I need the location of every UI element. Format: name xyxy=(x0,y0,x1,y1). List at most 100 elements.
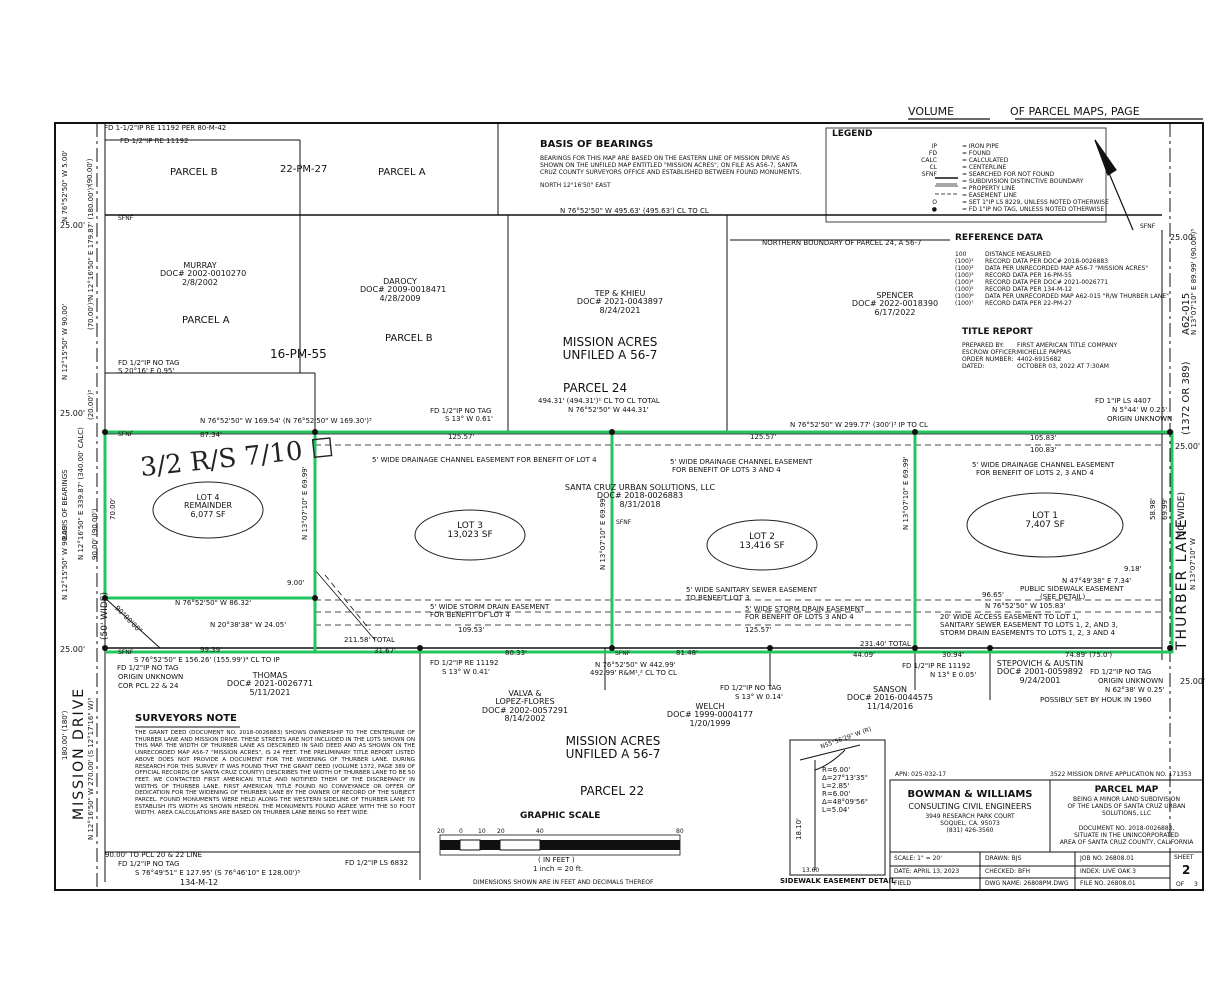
drawn-field: DRAWN: BJS xyxy=(985,855,1022,862)
sidewalk-bearing: N 47°49'38" E 7.34' xyxy=(1062,577,1132,585)
left-top-bearing: N 76°52'50" W 5.00' xyxy=(61,150,69,222)
scale-ratio: 1 inch = 20 ft. xyxy=(533,865,584,873)
storm-ease-1b: FOR BENEFIT OF LOT 4 xyxy=(430,611,510,619)
title-report-row: ESCROW OFFICER:MICHELLE PAPPAS xyxy=(962,349,1071,356)
legend-item: = PROPERTY LINE xyxy=(962,185,1016,192)
parcel-b-darocy: PARCEL B xyxy=(385,333,433,344)
dim-25-e: 25.00' xyxy=(1175,442,1201,451)
dim-25-se: 25.00' xyxy=(1180,677,1206,686)
graphic-scale-title: GRAPHIC SCALE xyxy=(520,811,601,821)
application-label: 3522 MISSION DRIVE APPLICATION NO. 17135… xyxy=(1050,771,1192,778)
dim-74: 74.89' (75.0') xyxy=(1065,651,1113,659)
legend-list: IP= IRON PIPE FD= FOUND CALC= CALCULATED… xyxy=(920,143,1109,214)
fd-re-2b: N 13° E 0.05' xyxy=(930,671,977,679)
dim-125-c: 125.57' xyxy=(745,626,772,634)
firm-name: BOWMAN & WILLIAMS xyxy=(907,789,1033,800)
sfnf-lot2: SFNF xyxy=(616,519,632,526)
sheet-of-label: OF xyxy=(1176,881,1185,888)
drainage-ease-1: 5' WIDE DRAINAGE CHANNEL EASEMENT FOR BE… xyxy=(372,456,597,464)
left-bottom-bearing-2: 180.00' (180') xyxy=(61,710,69,760)
surveyors-note-body: THE GRANT DEED (DOCUMENT NO. 2018-002688… xyxy=(135,730,415,817)
storm-ease-1a: 5' WIDE STORM DRAIN EASEMENT xyxy=(430,603,550,611)
sidewalk-detail-sketch xyxy=(789,739,886,876)
dim-44: 44.09' xyxy=(853,651,875,659)
dim-109: 109.53' xyxy=(458,626,485,634)
dim-105: 105.83' xyxy=(1030,434,1057,442)
sidewalk-curve-data: R=6.00'Δ=27°13'35"L=2.85'R=6.00'Δ=48°09'… xyxy=(822,766,869,814)
parcel-a-north: PARCEL A xyxy=(378,167,426,178)
fd-notag-left-2: S 20°16' E 0.95' xyxy=(118,367,175,375)
dim-231-total: 231.40' TOTAL xyxy=(860,640,911,648)
apn-label: APN: 025-032-17 xyxy=(895,771,947,778)
scale-unit: ( IN FEET ) xyxy=(538,856,575,864)
left-bearing-c: N 12°15'50" W 90.00' xyxy=(61,303,69,380)
lot-boundaries xyxy=(103,430,1174,654)
north-line-seg1: N 76°52'50" W 169.54' (N 76°52'50" W 169… xyxy=(200,417,372,425)
parcel-22-label: PARCEL 22 xyxy=(580,784,645,798)
dim-125-b: 125.57' xyxy=(750,433,777,441)
file-field: FILE NO. 26808.01 xyxy=(1080,880,1136,887)
basis-vertical-3: 90.00' (90.00') xyxy=(91,508,99,560)
thurber-lane-width: (50' WIDE) xyxy=(1177,492,1187,540)
scale-tick: 20 xyxy=(497,828,505,835)
drainage-ease-2a: 5' WIDE DRAINAGE CHANNEL EASEMENT xyxy=(670,458,813,466)
basis-line-3: CRUZ COUNTY SURVEYORS OFFICE AND ESTABLI… xyxy=(540,169,802,176)
scale-tick: 10 xyxy=(478,828,486,835)
title-report-row: ORDER NUMBER:4402-6915682 xyxy=(962,356,1062,363)
sheet-border xyxy=(54,122,1204,891)
north-line-seg2: N 76°52'50" W 299.77' (300')³ IP TO CL xyxy=(790,421,928,429)
lot-1-west-bearing: N 13°07'10" E 69.99' xyxy=(902,456,910,530)
dim-96-65: 96.65' xyxy=(982,591,1004,599)
dim-69: 69.99' xyxy=(1161,498,1169,520)
dim-87: 87.34' xyxy=(200,431,222,439)
dim-25-ne: 25.00' xyxy=(1170,233,1196,242)
date-field: DATE: APRIL 13, 2023 xyxy=(894,868,960,875)
dim-100: 100.83' xyxy=(1030,446,1057,454)
dim-211-total: 211.58' TOTAL xyxy=(344,636,395,644)
dim-80: 80.33' xyxy=(505,649,527,657)
fd-note-1: FD 1-1/2"IP RE 11192 PER 80-M-42 xyxy=(104,124,227,132)
title-report-row: PREPARED BY:FIRST AMERICAN TITLE COMPANY xyxy=(962,342,1118,349)
legend-item: O= SET 1"IP LS 8229, UNLESS NOTED OTHERW… xyxy=(932,199,1109,206)
job-field: JOB NO. 26808.01 xyxy=(1080,855,1134,862)
sfnf-south: SFNF xyxy=(615,650,631,657)
sheet-label: SHEET xyxy=(1174,854,1194,861)
dim-9-18: 9.18' xyxy=(1124,565,1142,573)
left-bottom-bearing: N 12°16'50" W 270.00' (S 12°17'16" W)⁵ xyxy=(87,697,95,840)
sheet-number: 2 xyxy=(1182,863,1191,877)
map-desc-4: DOCUMENT NO. 2018-0026883, xyxy=(1078,825,1175,832)
parcel-24-bearing: N 76°52'50" W 444.31' xyxy=(568,406,649,414)
dim-58: 58.98' xyxy=(1149,498,1157,520)
sidewalk-dim-1: 18.10' xyxy=(795,818,803,840)
firm-address-1: 3949 RESEARCH PARK COURT xyxy=(925,813,1015,820)
fd-re-1b: S 13° W 0.41' xyxy=(442,668,490,676)
title-report-row: DATED:OCTOBER 03, 2022 AT 7:30AM xyxy=(962,363,1109,370)
basis-vertical-2: N 12°16'50" E 339.87' (340.00' CALC) xyxy=(77,427,85,560)
sewer-ease-2: TO BENEFIT LOT 3 xyxy=(686,594,750,602)
basis-line-4: NORTH 12°16'50" EAST xyxy=(540,182,611,189)
northern-boundary-note: NORTHERN BOUNDARY OF PARCEL 24, A 56-7 xyxy=(762,239,922,247)
south-total-1: N 76°52'50" W 442.99' xyxy=(595,661,676,669)
sewer-ease-1: 5' WIDE SANITARY SEWER EASEMENT xyxy=(686,586,818,594)
parcel-a-murray: PARCEL A xyxy=(182,315,230,326)
firm-subtitle: CONSULTING CIVIL ENGINEERS xyxy=(908,802,1032,811)
parcel-24-label: PARCEL 24 xyxy=(563,381,628,395)
basis-title: BASIS OF BEARINGS xyxy=(540,139,654,150)
plat-ref-22pm27: 22-PM-27 xyxy=(280,164,328,175)
storm-ease-2b: FOR BENEFIT OF LOTS 3 AND 4 xyxy=(745,613,854,621)
fd-notag-s: FD 1/2"IP NO TAG xyxy=(720,684,782,692)
legend-item: IP= IRON PIPE xyxy=(931,143,999,150)
lot-3-west-bearing: N 13°07'10" E 69.99' xyxy=(301,466,309,540)
map-desc-1: BEING A MINOR LAND SUBDIVISION xyxy=(1073,796,1180,803)
fd-right-3: N 62°38' W 0.25' xyxy=(1105,686,1165,694)
bearing-n20: N 20°38'38" W 24.05' xyxy=(210,621,287,629)
lot-2-west-bearing: N 13°07'10" E 69.99' xyxy=(599,496,607,570)
graphic-scale-bar xyxy=(439,834,681,856)
legend-title: LEGEND xyxy=(832,129,873,139)
scale-field: SCALE: 1" = 20' xyxy=(894,855,942,862)
